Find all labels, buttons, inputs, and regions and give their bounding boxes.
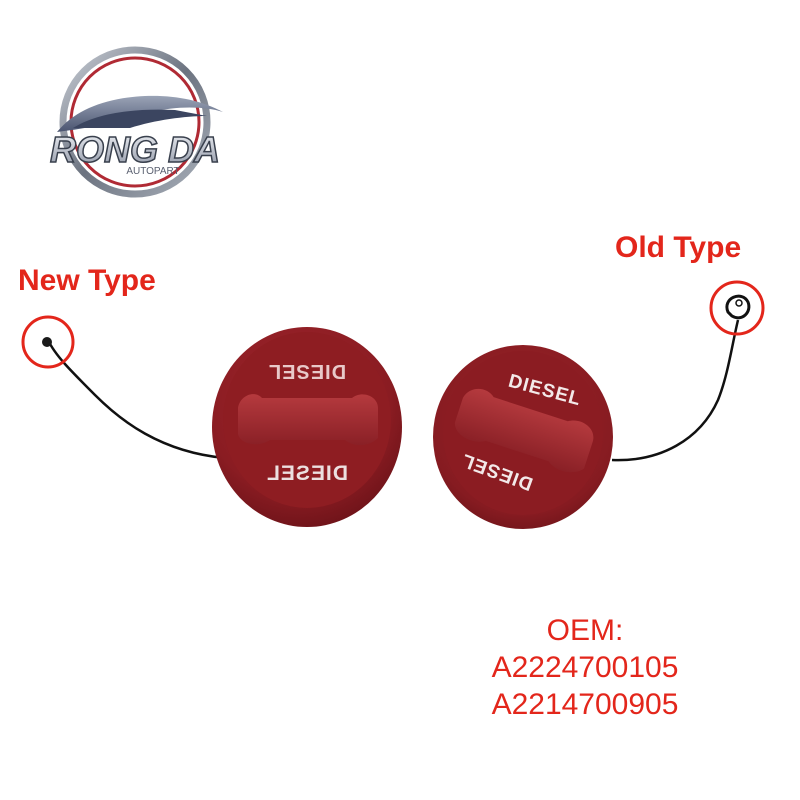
new-type-highlight-circle — [21, 315, 75, 369]
new-type-tether — [21, 315, 226, 460]
oem-number-1: A2224700105 — [491, 651, 679, 684]
oem-info: OEM: A2224700105 A2214700905 — [455, 612, 715, 723]
new-type-label: New Type — [18, 264, 156, 297]
old-type-tether — [611, 280, 765, 462]
new-type-fuel-cap: DIESEL DIESEL — [212, 327, 402, 527]
old-type-label: Old Type — [615, 231, 742, 264]
oem-heading: OEM: — [546, 614, 624, 647]
oem-number-2: A2214700905 — [491, 688, 679, 721]
logo-sub-text: AUTOPART — [126, 166, 179, 177]
new-cap-text-bottom: DIESEL — [266, 462, 348, 485]
old-type-fuel-cap: DIESEL DIESEL — [433, 345, 613, 529]
logo-brand-text: RONG DA — [50, 129, 220, 170]
brand-logo: RONG DA AUTOPART — [35, 40, 230, 205]
new-cap-text-top: DIESEL — [268, 360, 346, 382]
old-type-highlight-circle — [709, 280, 765, 336]
